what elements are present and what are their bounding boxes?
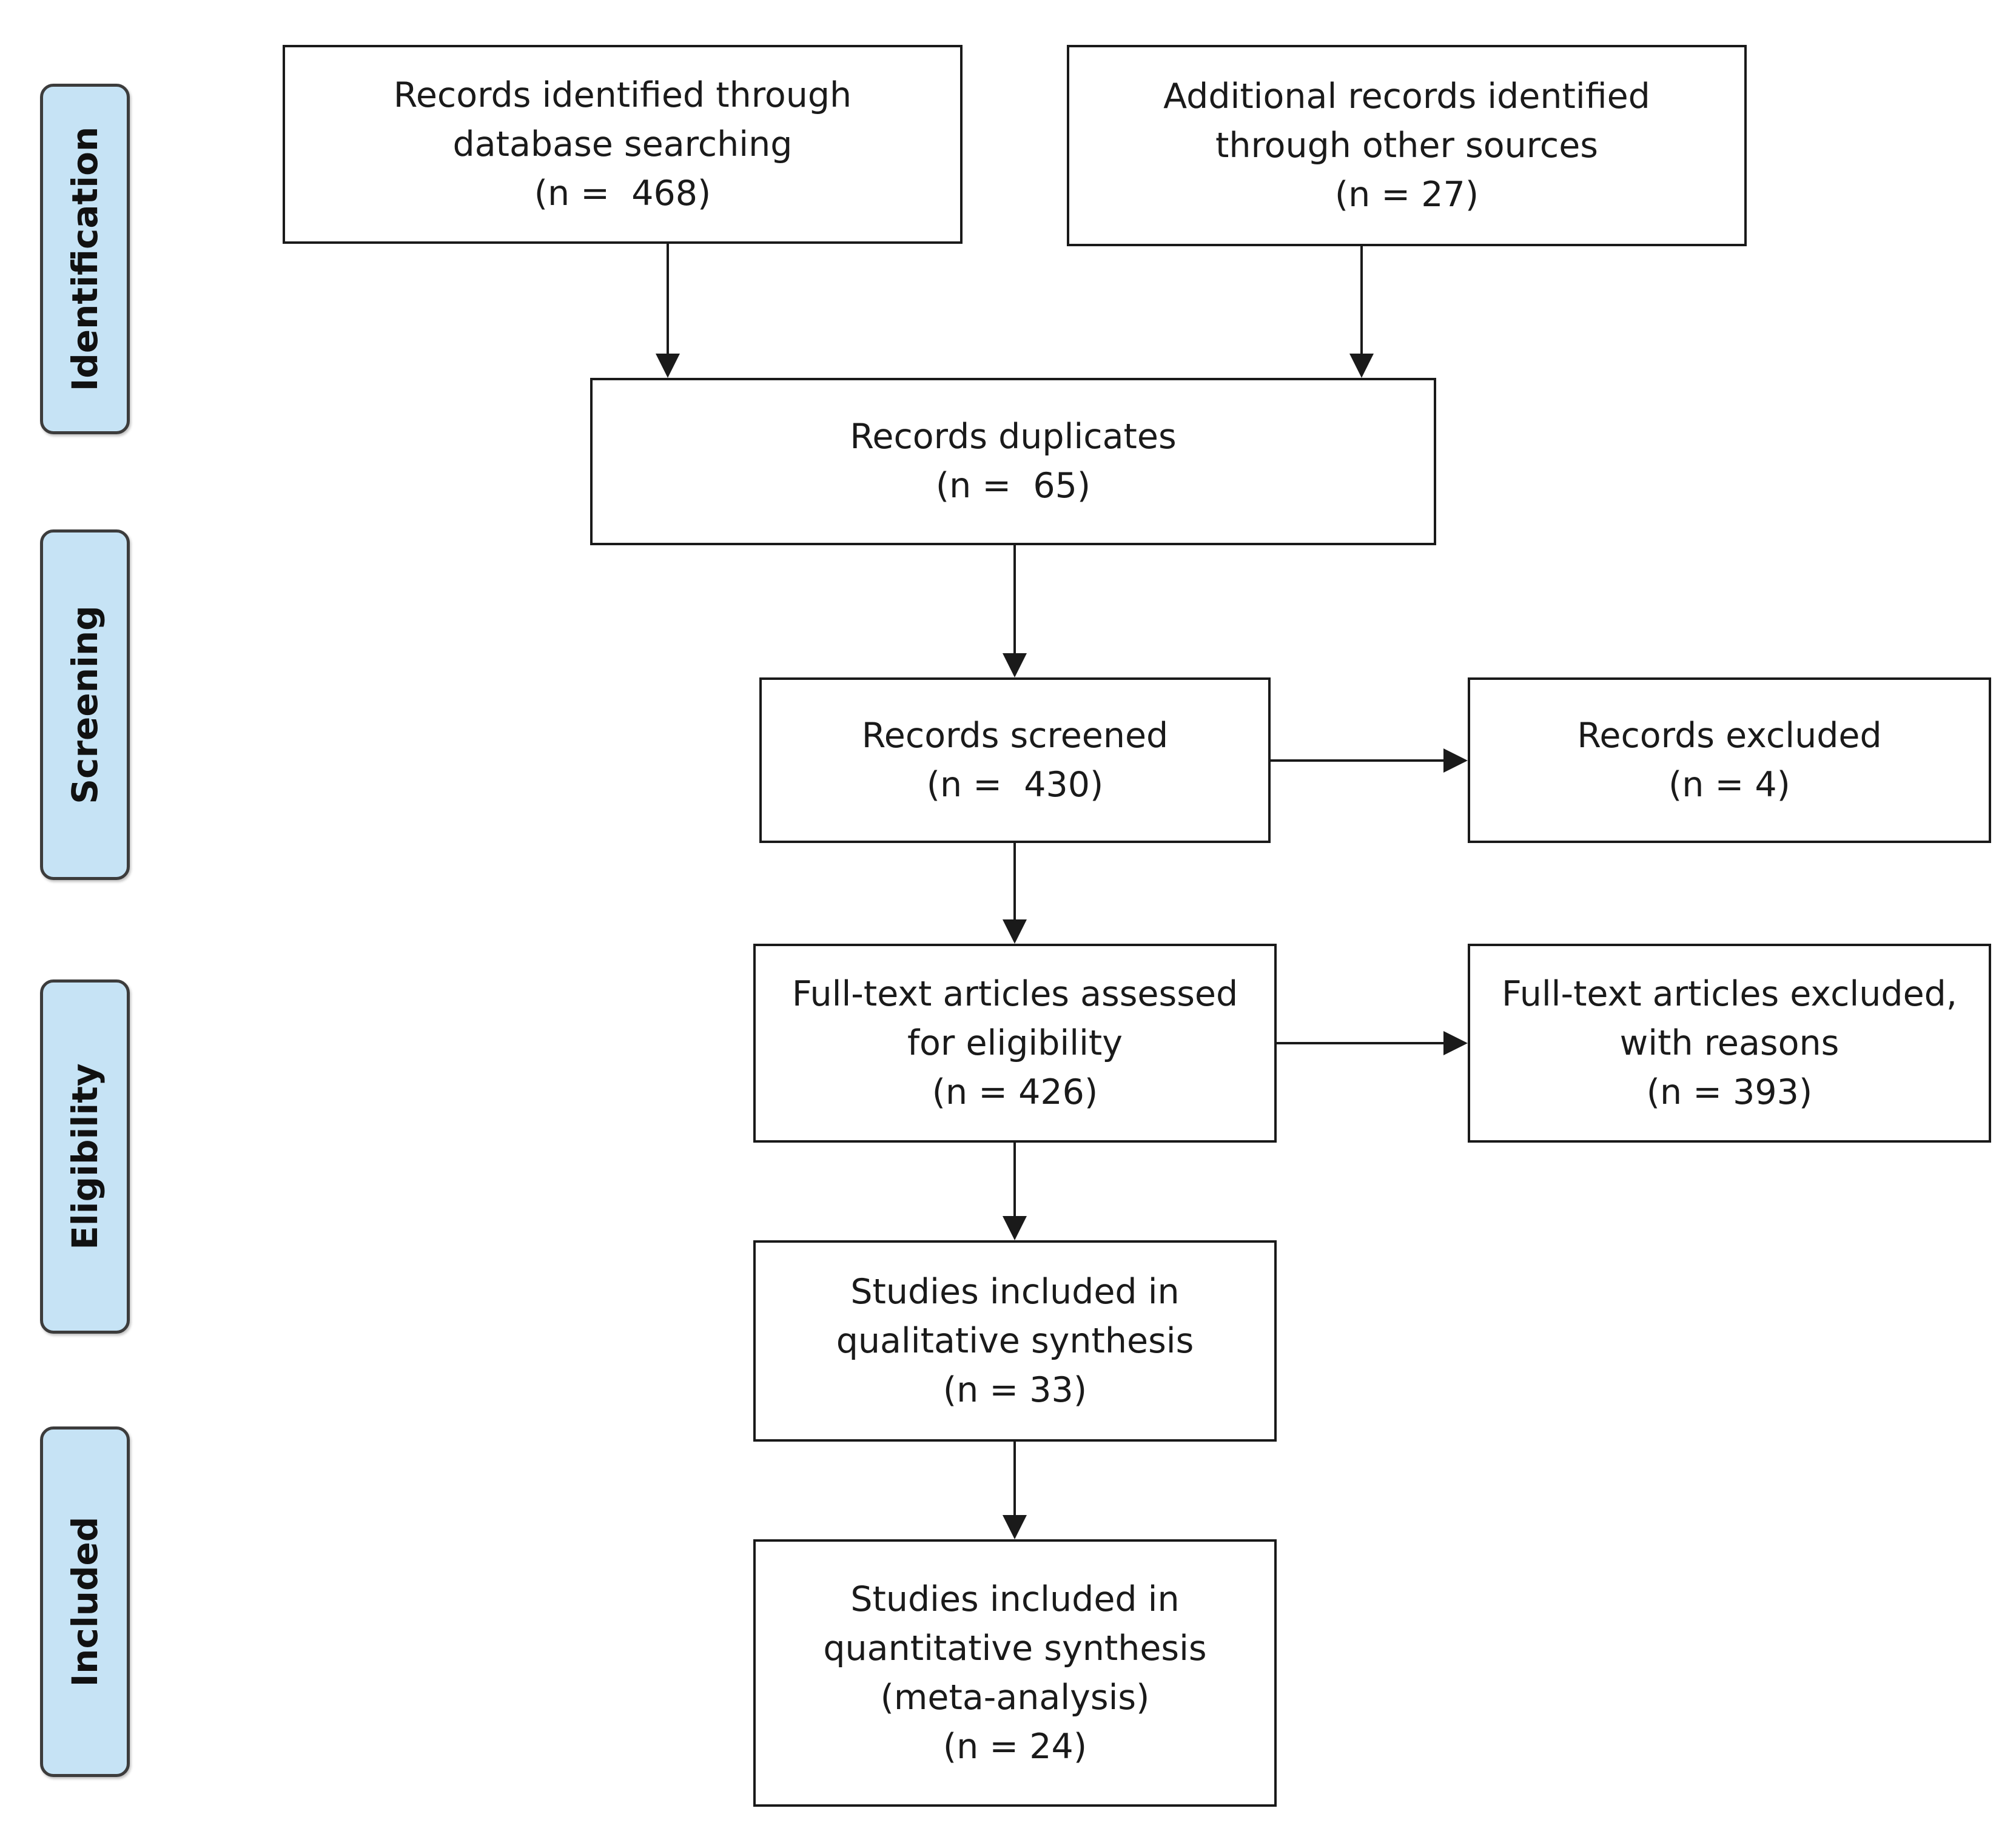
box-line: (meta-analysis) bbox=[880, 1677, 1150, 1718]
box-line: Records screened bbox=[861, 715, 1169, 756]
qualitative-synthesis-box: Studies included in qualitative synthesi… bbox=[753, 1240, 1277, 1442]
duplicates-box: Records duplicates (n = 65) bbox=[590, 378, 1436, 545]
quantitative-synthesis-box: Studies included in quantitative synthes… bbox=[753, 1539, 1277, 1807]
box-line: Studies included in bbox=[850, 1579, 1180, 1619]
phase-identification: Identification bbox=[40, 84, 130, 434]
other-records-box: Additional records identified through ot… bbox=[1067, 45, 1747, 246]
records-screened-box: Records screened (n = 430) bbox=[759, 677, 1271, 843]
box-line: with reasons bbox=[1619, 1023, 1840, 1063]
box-line: (n = 27) bbox=[1334, 174, 1479, 215]
phase-included: Included bbox=[40, 1426, 130, 1777]
box-line: (n = 4) bbox=[1668, 764, 1790, 805]
phase-screening: Screening bbox=[40, 529, 130, 880]
box-line: Studies included in bbox=[850, 1271, 1180, 1312]
box-line: qualitative synthesis bbox=[836, 1320, 1194, 1361]
box-line: for eligibility bbox=[907, 1023, 1123, 1063]
phase-eligibility: Eligibility bbox=[40, 979, 130, 1334]
box-line: (n = 65) bbox=[935, 466, 1091, 506]
records-excluded-box: Records excluded (n = 4) bbox=[1468, 677, 1991, 843]
box-line: (n = 33) bbox=[942, 1369, 1087, 1410]
box-line: Full-text articles excluded, bbox=[1502, 973, 1957, 1014]
box-line: (n = 393) bbox=[1646, 1072, 1813, 1112]
box-line: Full-text articles assessed bbox=[791, 973, 1238, 1014]
fulltext-assessed-box: Full-text articles assessed for eligibil… bbox=[753, 944, 1277, 1143]
box-line: Records excluded bbox=[1577, 715, 1882, 756]
box-line: Records identified through bbox=[393, 75, 852, 115]
box-line: through other sources bbox=[1215, 125, 1599, 166]
box-line: database searching bbox=[452, 124, 793, 164]
box-line: Records duplicates bbox=[850, 417, 1177, 457]
box-line: (n = 430) bbox=[926, 764, 1104, 805]
fulltext-excluded-box: Full-text articles excluded, with reason… bbox=[1468, 944, 1991, 1143]
box-line: Additional records identified bbox=[1163, 76, 1650, 116]
box-line: (n = 426) bbox=[932, 1072, 1098, 1112]
database-records-box: Records identified through database sear… bbox=[283, 45, 963, 244]
box-line: quantitative synthesis bbox=[823, 1628, 1207, 1668]
box-line: (n = 468) bbox=[534, 173, 711, 213]
box-line: (n = 24) bbox=[942, 1726, 1087, 1767]
